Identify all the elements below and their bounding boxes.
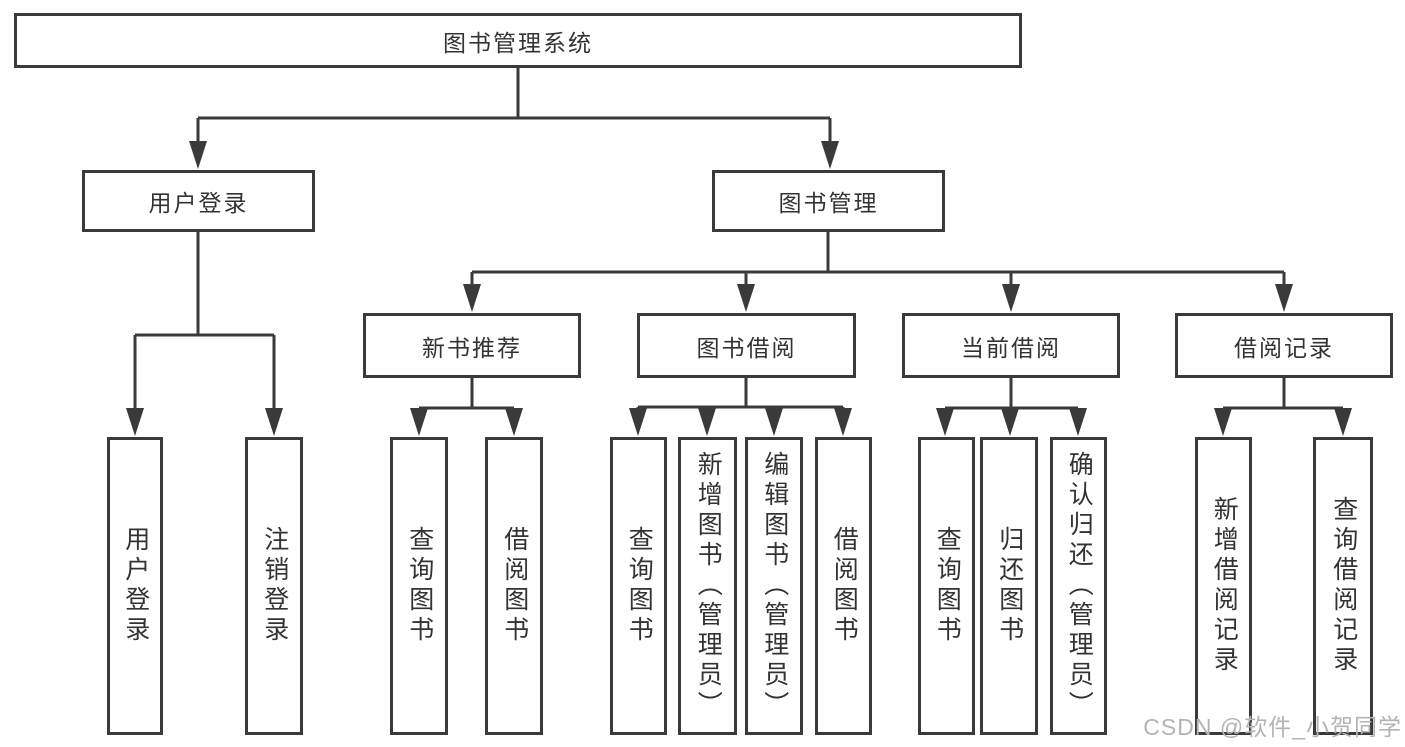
leaf-logout: 注销登录 (245, 437, 303, 735)
leaf-query-books-current-label: 查询图书 (933, 526, 962, 646)
arrowhead (126, 408, 144, 436)
leaf-add-books-admin-label: 新增图书（管理员） (694, 451, 723, 721)
node-book-borrow-label: 图书借阅 (696, 334, 797, 361)
leaf-edit-books-admin: 编辑图书（管理员） (745, 437, 803, 735)
node-library-management-system-label: 图书管理系统 (443, 29, 593, 56)
arrowhead (629, 408, 647, 436)
arrowhead (1001, 408, 1019, 436)
connector-lines (133, 68, 1345, 418)
connector-root-branch (196, 68, 832, 150)
connector-user-login-branch (133, 232, 276, 418)
node-borrow-records-label: 借阅记录 (1234, 334, 1334, 361)
node-current-borrow: 当前借阅 (902, 313, 1120, 378)
leaf-user-login: 用户登录 (107, 437, 163, 735)
leaf-query-borrow-record-label: 查询借阅记录 (1329, 496, 1358, 676)
node-book-management: 图书管理 (712, 170, 945, 232)
leaf-borrow-books-recommend: 借阅图书 (485, 437, 543, 735)
arrowhead (821, 141, 839, 169)
arrowhead (505, 408, 523, 436)
node-borrow-records: 借阅记录 (1175, 313, 1393, 378)
leaf-add-borrow-record-label: 新增借阅记录 (1210, 496, 1239, 676)
node-user-login: 用户登录 (82, 170, 315, 232)
arrowhead (698, 408, 716, 436)
node-current-borrow-label: 当前借阅 (961, 334, 1061, 361)
node-book-management-label: 图书管理 (778, 190, 879, 216)
node-library-management-system: 图书管理系统 (14, 13, 1022, 68)
leaf-add-borrow-record: 新增借阅记录 (1195, 437, 1252, 735)
arrowhead (189, 141, 207, 169)
arrowhead (1002, 284, 1020, 312)
leaf-query-borrow-record: 查询借阅记录 (1313, 437, 1373, 735)
node-user-login-label: 用户登录 (148, 190, 249, 216)
csdn-watermark: CSDN @软件_小贺同学 (1143, 714, 1402, 740)
connector-new-book-branch (417, 378, 516, 418)
leaf-query-books-borrow: 查询图书 (610, 437, 667, 735)
leaf-user-login-label: 用户登录 (121, 526, 150, 646)
node-book-borrow: 图书借阅 (637, 313, 856, 378)
leaf-query-books-recommend: 查询图书 (390, 437, 448, 735)
arrowhead (410, 408, 428, 436)
leaf-borrow-books-recommend-label: 借阅图书 (500, 526, 529, 646)
arrowhead (1334, 408, 1352, 436)
leaf-borrow-books-label: 借阅图书 (830, 526, 859, 646)
leaf-return-books: 归还图书 (980, 437, 1038, 735)
connector-borrow-records-branch (1221, 378, 1345, 418)
leaf-confirm-return-admin: 确认归还（管理员） (1050, 437, 1107, 735)
arrowhead (737, 284, 755, 312)
leaf-logout-label: 注销登录 (260, 526, 289, 646)
leaf-return-books-label: 归还图书 (995, 526, 1024, 646)
node-new-book-recommend-label: 新书推荐 (422, 334, 522, 361)
leaf-query-books-current: 查询图书 (918, 437, 975, 735)
leaf-borrow-books: 借阅图书 (815, 437, 872, 735)
arrowhead (1214, 408, 1232, 436)
arrowhead (265, 408, 283, 436)
connector-book-management-branch (470, 232, 1286, 292)
arrowheads (126, 141, 1352, 436)
connector-book-borrow-branch (636, 378, 845, 418)
leaf-query-books-recommend-label: 查询图书 (405, 526, 434, 646)
arrowhead (834, 408, 852, 436)
arrowhead (463, 284, 481, 312)
node-new-book-recommend: 新书推荐 (363, 313, 581, 378)
arrowhead (1069, 408, 1087, 436)
leaf-query-books-borrow-label: 查询图书 (625, 526, 654, 646)
arrowhead (765, 408, 783, 436)
leaf-edit-books-admin-label: 编辑图书（管理员） (760, 451, 789, 721)
arrowhead (1275, 284, 1293, 312)
arrowhead (936, 408, 954, 436)
leaf-add-books-admin: 新增图书（管理员） (678, 437, 737, 735)
leaf-confirm-return-admin-label: 确认归还（管理员） (1065, 451, 1094, 721)
